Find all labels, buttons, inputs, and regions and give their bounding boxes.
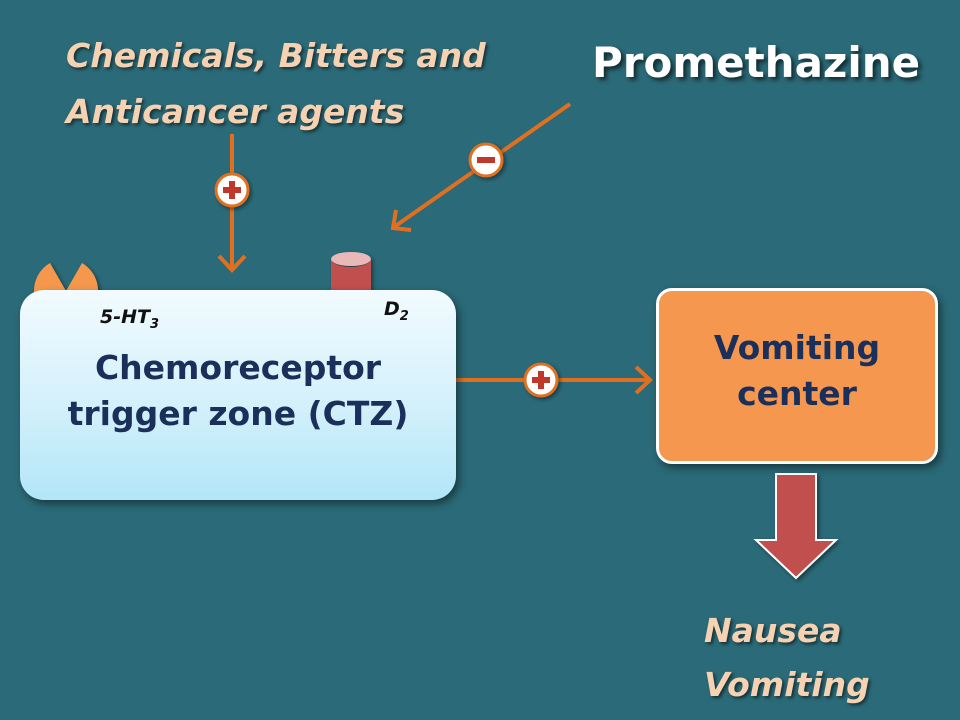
- output-down-arrow: [753, 473, 839, 580]
- outcome-line1: Nausea: [704, 611, 842, 650]
- ht3-label-sub: 3: [149, 316, 160, 332]
- plus-sign-icon: [523, 362, 559, 398]
- ctz-label: Chemoreceptor trigger zone (CTZ): [20, 345, 456, 437]
- vomiting-center-box: [656, 288, 938, 464]
- ht3-label-base: 5-HT: [100, 306, 150, 328]
- vomiting-center-line1: Vomiting: [713, 328, 881, 367]
- plus-sign-icon: [214, 172, 250, 208]
- ctz-label-line1: Chemoreceptor: [94, 348, 382, 387]
- stimulus-source-line2: Anticancer agents: [66, 92, 405, 131]
- drug-label: Promethazine: [592, 38, 921, 87]
- d2-receptor-label: D2: [384, 298, 409, 324]
- d2-label-sub: 2: [399, 308, 409, 324]
- stimulus-source-label: Chemicals, Bitters and Anticancer agents: [66, 28, 526, 140]
- ht3-receptor-label: 5-HT3: [100, 306, 159, 332]
- ctz-box: [20, 290, 456, 500]
- outcome-line2: Vomiting: [704, 665, 870, 704]
- outcome-label: Nausea Vomiting: [704, 604, 870, 712]
- minus-sign-icon: [468, 142, 504, 178]
- vomiting-center-label: Vomiting center: [656, 325, 938, 417]
- stimulus-source-line1: Chemicals, Bitters and: [66, 36, 486, 75]
- ctz-label-line2: trigger zone (CTZ): [67, 394, 409, 433]
- d2-label-base: D: [384, 298, 400, 320]
- vomiting-center-line2: center: [737, 374, 857, 413]
